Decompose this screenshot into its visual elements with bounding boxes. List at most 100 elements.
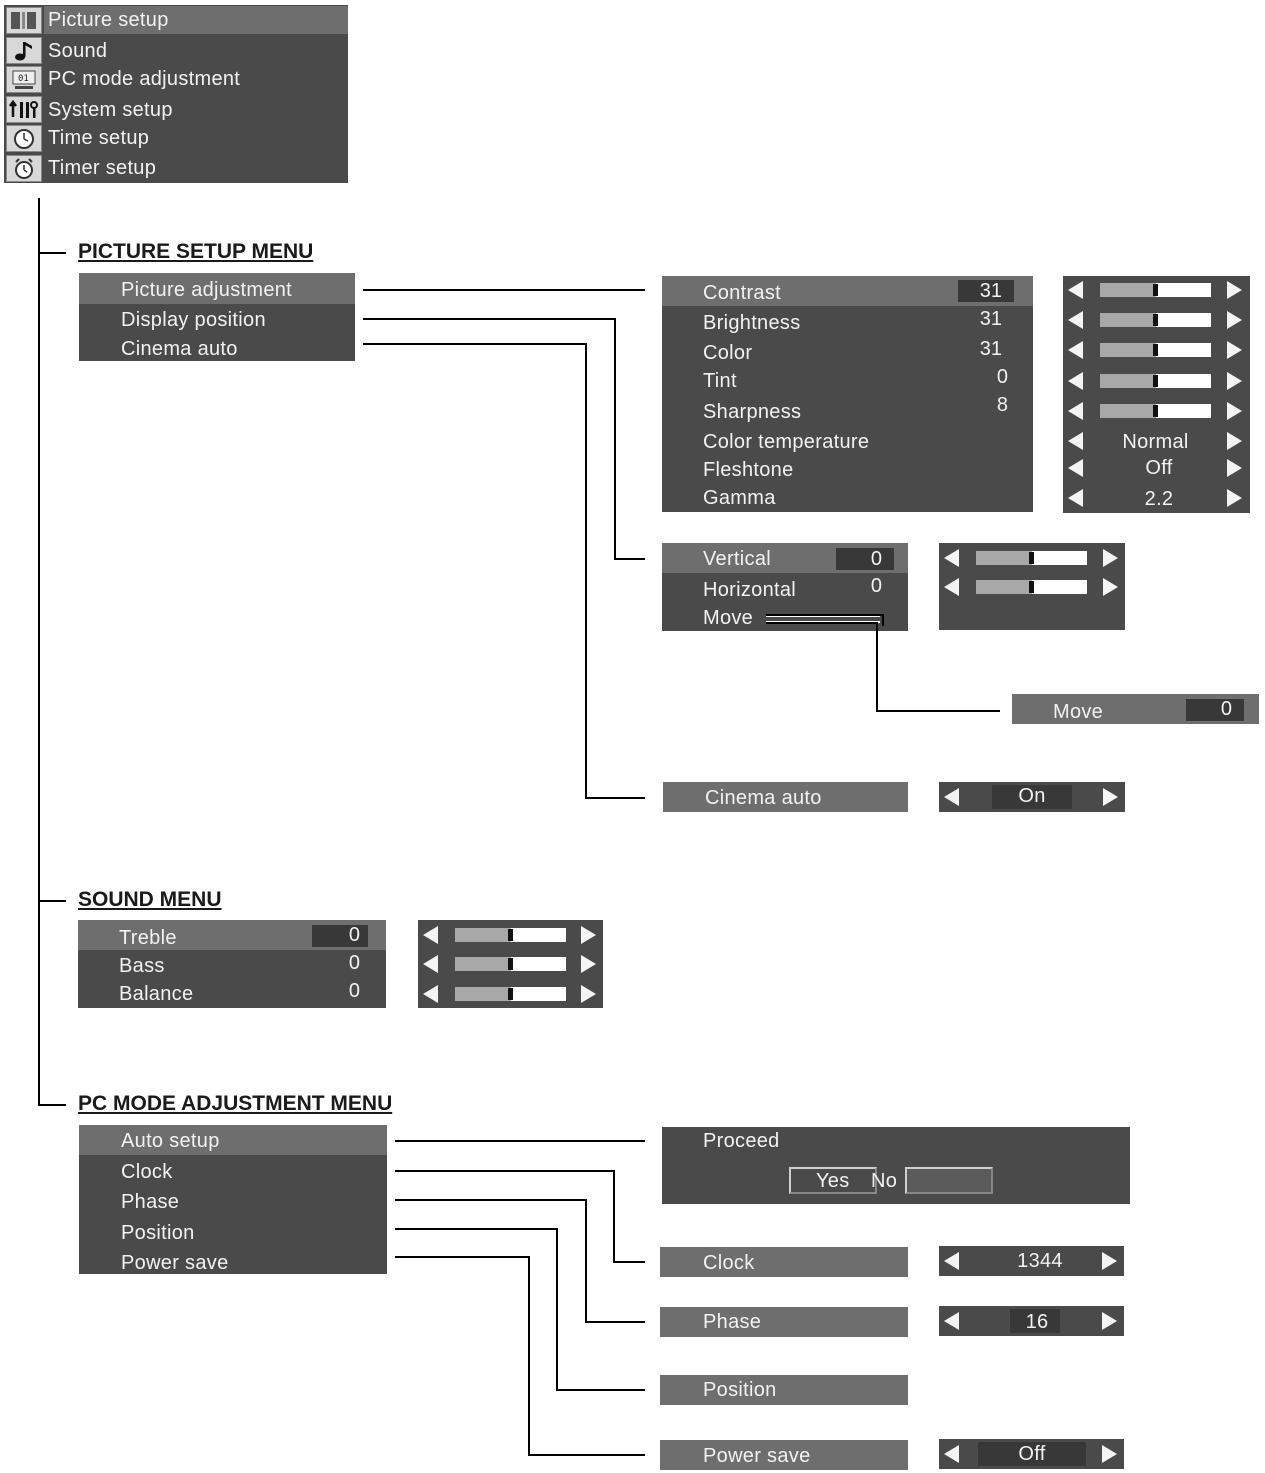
bass-right-arrow-icon[interactable] (581, 955, 596, 973)
slider-thumb[interactable] (1153, 405, 1158, 417)
tint-label[interactable]: Tint (703, 370, 737, 392)
gamma-right-arrow-icon[interactable] (1227, 489, 1242, 507)
treble-slider[interactable] (455, 928, 566, 942)
balance-right-arrow-icon[interactable] (581, 985, 596, 1003)
color-temperature-right-arrow-icon[interactable] (1227, 432, 1242, 450)
fleshtone-label[interactable]: Fleshtone (703, 459, 794, 481)
horizontal-right-arrow-icon[interactable] (1103, 578, 1118, 596)
yes-button[interactable]: Yes (789, 1167, 877, 1194)
menu-item-picture-adjustment[interactable]: Picture adjustment (121, 279, 293, 301)
color-temperature-label[interactable]: Color temperature (703, 431, 870, 453)
color-left-arrow-icon[interactable] (1068, 341, 1083, 359)
horizontal-label[interactable]: Horizontal (703, 579, 797, 601)
power-save-left-arrow-icon[interactable] (944, 1445, 959, 1463)
color-slider[interactable] (1100, 343, 1211, 357)
gamma-label[interactable]: Gamma (703, 487, 776, 509)
treble-left-arrow-icon[interactable] (423, 926, 438, 944)
tint-slider[interactable] (1100, 374, 1211, 388)
slider-thumb[interactable] (1153, 344, 1158, 356)
color-temperature-left-arrow-icon[interactable] (1068, 432, 1083, 450)
treble-right-arrow-icon[interactable] (581, 926, 596, 944)
brightness-right-arrow-icon[interactable] (1227, 311, 1242, 329)
phase-value-box (1010, 1309, 1060, 1333)
contrast-label[interactable]: Contrast (703, 282, 781, 304)
move-label[interactable]: Move (703, 607, 754, 629)
contrast-right-arrow-icon[interactable] (1227, 281, 1242, 299)
balance-left-arrow-icon[interactable] (423, 985, 438, 1003)
balance-value: 0 (348, 980, 360, 1002)
cinema-auto-label[interactable]: Cinema auto (705, 787, 822, 809)
brightness-left-arrow-icon[interactable] (1068, 311, 1083, 329)
phase-right-arrow-icon[interactable] (1102, 1312, 1117, 1330)
brightness-label[interactable]: Brightness (703, 312, 801, 334)
sharpness-right-arrow-icon[interactable] (1227, 402, 1242, 420)
picture-setup-menu-highlight (79, 273, 355, 304)
menu-item-power-save[interactable]: Power save (121, 1252, 229, 1274)
menu-item-display-position[interactable]: Display position (121, 309, 266, 331)
connector-power-save-h1 (395, 1256, 530, 1258)
connector-phase-h2 (585, 1321, 645, 1323)
slider-thumb[interactable] (508, 929, 513, 941)
contrast-slider[interactable] (1100, 283, 1211, 297)
main-menu-item-time-setup[interactable]: Time setup (48, 127, 150, 149)
main-menu-item-picture-setup[interactable]: Picture setup (48, 9, 169, 31)
fleshtone-left-arrow-icon[interactable] (1068, 459, 1083, 477)
slider-thumb[interactable] (1153, 284, 1158, 296)
contrast-left-arrow-icon[interactable] (1068, 281, 1083, 299)
color-label[interactable]: Color (703, 342, 753, 364)
bass-label[interactable]: Bass (119, 955, 165, 977)
balance-label[interactable]: Balance (119, 983, 194, 1005)
vertical-left-arrow-icon[interactable] (944, 549, 959, 567)
gamma-left-arrow-icon[interactable] (1068, 489, 1083, 507)
phase-left-arrow-icon[interactable] (944, 1312, 959, 1330)
cinema-auto-left-arrow-icon[interactable] (944, 788, 959, 806)
horizontal-left-arrow-icon[interactable] (944, 578, 959, 596)
bass-slider[interactable] (455, 957, 566, 971)
position-label[interactable]: Position (703, 1379, 777, 1401)
power-save-label[interactable]: Power save (703, 1445, 811, 1467)
slider-thumb[interactable] (1029, 552, 1034, 564)
clock-left-arrow-icon[interactable] (944, 1252, 959, 1270)
slider-thumb[interactable] (1153, 375, 1158, 387)
sharpness-left-arrow-icon[interactable] (1068, 402, 1083, 420)
menu-item-clock[interactable]: Clock (121, 1161, 173, 1183)
sharpness-value: 8 (996, 394, 1008, 416)
tint-right-arrow-icon[interactable] (1227, 372, 1242, 390)
clock-label[interactable]: Clock (703, 1252, 755, 1274)
main-menu-item-pc-mode[interactable]: PC mode adjustment (48, 68, 241, 90)
color-right-arrow-icon[interactable] (1227, 341, 1242, 359)
vertical-label[interactable]: Vertical (703, 548, 771, 570)
no-button[interactable]: No (871, 1167, 900, 1194)
no-button-frame[interactable] (905, 1167, 993, 1194)
brightness-slider[interactable] (1100, 313, 1211, 327)
cinema-auto-panel (663, 782, 908, 812)
main-menu-item-system-setup[interactable]: System setup (48, 99, 173, 121)
slider-thumb[interactable] (508, 988, 513, 1000)
main-menu-item-sound[interactable]: Sound (48, 40, 108, 62)
clock-right-arrow-icon[interactable] (1102, 1252, 1117, 1270)
power-save-right-arrow-icon[interactable] (1102, 1445, 1117, 1463)
slider-thumb[interactable] (508, 958, 513, 970)
bass-left-arrow-icon[interactable] (423, 955, 438, 973)
menu-item-phase[interactable]: Phase (121, 1191, 180, 1213)
slider-thumb[interactable] (1153, 314, 1158, 326)
connector-cinema-h2 (585, 797, 645, 799)
tint-left-arrow-icon[interactable] (1068, 372, 1083, 390)
phase-label[interactable]: Phase (703, 1311, 762, 1333)
cinema-auto-right-arrow-icon[interactable] (1103, 788, 1118, 806)
fleshtone-right-arrow-icon[interactable] (1227, 459, 1242, 477)
menu-item-auto-setup[interactable]: Auto setup (121, 1130, 220, 1152)
move-panel-label[interactable]: Move (1053, 701, 1104, 723)
slider-thumb[interactable] (1029, 581, 1034, 593)
treble-label[interactable]: Treble (119, 927, 177, 949)
menu-item-cinema-auto[interactable]: Cinema auto (121, 338, 238, 360)
vertical-right-arrow-icon[interactable] (1103, 549, 1118, 567)
balance-slider[interactable] (455, 987, 566, 1001)
pc-mode-heading: PC MODE ADJUSTMENT MENU (78, 1092, 393, 1115)
sharpness-label[interactable]: Sharpness (703, 401, 802, 423)
sharpness-slider[interactable] (1100, 404, 1211, 418)
menu-item-position[interactable]: Position (121, 1222, 195, 1244)
vertical-slider[interactable] (976, 551, 1087, 565)
horizontal-slider[interactable] (976, 580, 1087, 594)
main-menu-item-timer-setup[interactable]: Timer setup (48, 157, 157, 179)
